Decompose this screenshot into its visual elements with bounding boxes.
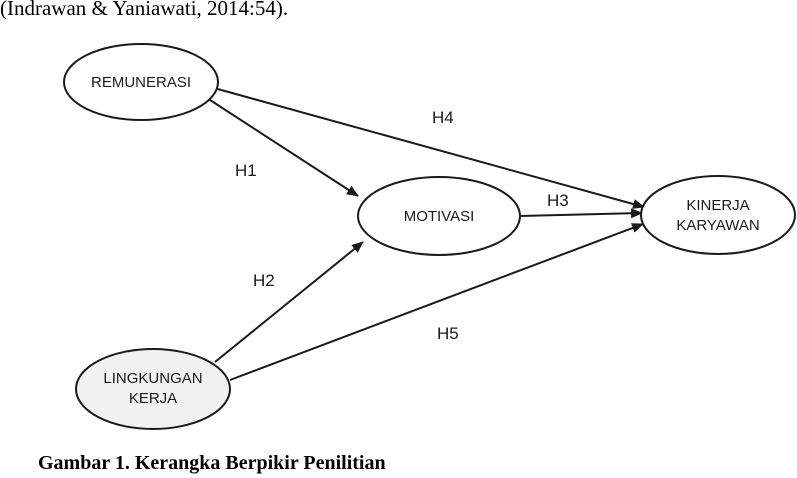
edge-remunerasi-motivasi bbox=[209, 99, 359, 197]
edge-label-h5: H5 bbox=[437, 324, 459, 343]
edge-label-h4: H4 bbox=[432, 108, 454, 127]
edge-label-h3: H3 bbox=[547, 191, 569, 210]
node-kinerja-karyawan-line1: KINERJA bbox=[686, 197, 749, 214]
citation-text: (Indrawan & Yaniawati, 2014:54). bbox=[0, 0, 289, 20]
node-lingkungan-kerja: LINGKUNGAN KERJA bbox=[75, 348, 231, 430]
node-motivasi-label: MOTIVASI bbox=[404, 208, 475, 225]
node-lingkungan-kerja-line1: LINGKUNGAN bbox=[103, 370, 202, 387]
node-kinerja-karyawan: KINERJA KARYAWAN bbox=[640, 175, 796, 255]
framework-diagram: H4 H1 H3 H2 H5 REMUNERASI MOTIVASI LINGK… bbox=[63, 43, 796, 430]
figure-caption: Gambar 1. Kerangka Berpikir Penilitian bbox=[38, 452, 386, 474]
node-lingkungan-kerja-line2: KERJA bbox=[129, 390, 177, 407]
edge-motivasi-kinerja bbox=[519, 208, 643, 219]
node-kinerja-karyawan-line2: KARYAWAN bbox=[676, 217, 759, 234]
edge-label-h2: H2 bbox=[253, 271, 275, 290]
edge-lingkungan-motivasi bbox=[214, 241, 364, 363]
edge-label-h1: H1 bbox=[235, 161, 257, 180]
node-remunerasi-label: REMUNERASI bbox=[91, 74, 191, 91]
node-remunerasi: REMUNERASI bbox=[63, 43, 219, 121]
node-motivasi: MOTIVASI bbox=[357, 176, 521, 256]
edge-remunerasi-kinerja bbox=[213, 87, 645, 209]
edge-lingkungan-kinerja bbox=[229, 223, 644, 381]
